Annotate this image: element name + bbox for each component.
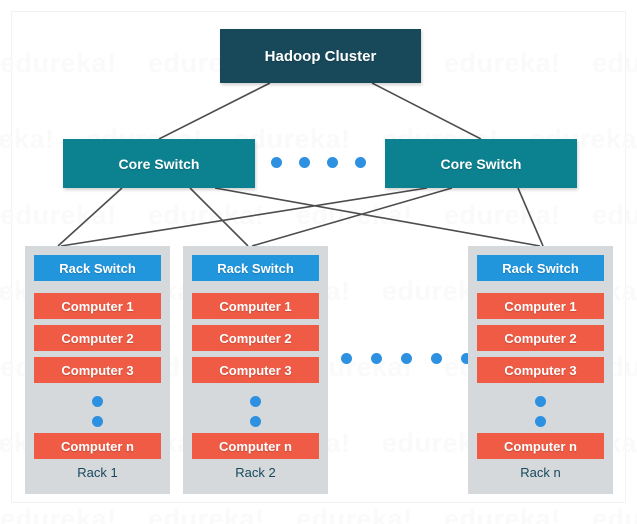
rack-2-computer-2[interactable]: Computer 2 xyxy=(192,325,319,351)
watermark-text: edureka! xyxy=(0,124,55,154)
rack-dot-5 xyxy=(461,353,472,364)
link-coreleft-to-rack1 xyxy=(57,187,123,247)
rack-n-inner-dot-2 xyxy=(535,415,546,427)
rack-2-computer-3-label: Computer 3 xyxy=(219,362,292,378)
rack-n-spacer xyxy=(477,281,604,293)
rack-2-inner-dot-2 xyxy=(250,415,261,427)
rack-dot-1 xyxy=(341,353,352,364)
rack-1-switch-label: Rack Switch xyxy=(59,260,136,276)
rack-2-computer-n-label: Computer n xyxy=(219,438,292,454)
watermark-text: edureka! xyxy=(0,200,117,230)
rack-2[interactable]: Rack Switch Computer 1 Computer 2 Comput… xyxy=(183,246,328,494)
rack-2-computer-3[interactable]: Computer 3 xyxy=(192,357,319,383)
rack-dot-3 xyxy=(401,353,412,364)
link-coreleft-to-rack2 xyxy=(189,187,249,247)
rack-2-switch[interactable]: Rack Switch xyxy=(192,255,319,281)
rack-2-switch-label: Rack Switch xyxy=(217,260,294,276)
rack-2-label: Rack 2 xyxy=(235,465,276,480)
watermark-text: edureka! xyxy=(296,504,413,524)
rack-2-computer-1[interactable]: Computer 1 xyxy=(192,293,319,319)
link-coreright-to-rack2 xyxy=(251,187,453,247)
rack-dot-2 xyxy=(371,353,382,364)
rack-1-inner-dot-2 xyxy=(92,415,103,427)
core-switch-left-label: Core Switch xyxy=(118,155,200,172)
rack-1-computer-n[interactable]: Computer n xyxy=(34,433,161,459)
rack-1-label: Rack 1 xyxy=(77,465,118,480)
rack-n-computer-n[interactable]: Computer n xyxy=(477,433,604,459)
hadoop-cluster-label: Hadoop Cluster xyxy=(264,47,377,65)
rack-n-computer-3-label: Computer 3 xyxy=(504,362,577,378)
watermark-text: edureka! xyxy=(592,200,637,230)
link-coreright-to-rack1 xyxy=(60,187,428,247)
rack-n-computer-1-label: Computer 1 xyxy=(504,298,577,314)
core-switch-ellipsis-dots xyxy=(271,157,366,168)
rack-2-spacer xyxy=(192,281,319,293)
hadoop-cluster-node[interactable]: Hadoop Cluster xyxy=(220,29,421,83)
rack-1-ellipsis-dots xyxy=(34,389,161,433)
rack-ellipsis-dots xyxy=(341,353,472,364)
core-dot-3 xyxy=(327,157,338,168)
core-switch-right-node[interactable]: Core Switch xyxy=(385,139,577,188)
rack-n-computer-1[interactable]: Computer 1 xyxy=(477,293,604,319)
link-coreleft-to-rackn xyxy=(214,187,541,247)
rack-1-computer-3[interactable]: Computer 3 xyxy=(34,357,161,383)
rack-1[interactable]: Rack Switch Computer 1 Computer 2 Comput… xyxy=(25,246,170,494)
link-cluster-to-core-right xyxy=(371,82,482,140)
rack-n[interactable]: Rack Switch Computer 1 Computer 2 Comput… xyxy=(468,246,613,494)
watermark-text: edureka! xyxy=(148,504,265,524)
watermark-text: edureka! xyxy=(296,200,413,230)
watermark-text: edureka! xyxy=(444,504,561,524)
rack-n-computer-n-label: Computer n xyxy=(504,438,577,454)
link-coreright-to-rackn xyxy=(517,187,544,247)
rack-1-inner-dot-1 xyxy=(92,395,103,407)
rack-dot-4 xyxy=(431,353,442,364)
core-dot-1 xyxy=(271,157,282,168)
watermark-text: edureka! xyxy=(592,48,637,78)
rack-n-ellipsis-dots xyxy=(477,389,604,433)
core-switch-right-label: Core Switch xyxy=(440,155,522,172)
rack-2-computer-1-label: Computer 1 xyxy=(219,298,292,314)
watermark-text: edureka! xyxy=(0,48,117,78)
rack-n-switch[interactable]: Rack Switch xyxy=(477,255,604,281)
rack-n-label: Rack n xyxy=(520,465,561,480)
rack-1-computer-n-label: Computer n xyxy=(61,438,134,454)
rack-1-computer-2[interactable]: Computer 2 xyxy=(34,325,161,351)
rack-1-computer-3-label: Computer 3 xyxy=(61,362,134,378)
rack-1-computer-2-label: Computer 2 xyxy=(61,330,134,346)
rack-2-computer-2-label: Computer 2 xyxy=(219,330,292,346)
core-dot-4 xyxy=(355,157,366,168)
link-cluster-to-core-left xyxy=(158,82,271,140)
rack-n-computer-2-label: Computer 2 xyxy=(504,330,577,346)
core-dot-2 xyxy=(299,157,310,168)
watermark-text: edureka! xyxy=(444,48,561,78)
core-switch-left-node[interactable]: Core Switch xyxy=(63,139,255,188)
rack-1-computer-1[interactable]: Computer 1 xyxy=(34,293,161,319)
watermark-text: edureka! xyxy=(0,504,117,524)
rack-n-inner-dot-1 xyxy=(535,395,546,407)
rack-1-spacer xyxy=(34,281,161,293)
watermark-text: edureka! xyxy=(444,200,561,230)
rack-2-ellipsis-dots xyxy=(192,389,319,433)
watermark-text: edureka! xyxy=(148,200,265,230)
rack-2-computer-n[interactable]: Computer n xyxy=(192,433,319,459)
rack-n-computer-3[interactable]: Computer 3 xyxy=(477,357,604,383)
rack-n-computer-2[interactable]: Computer 2 xyxy=(477,325,604,351)
watermark-text: edureka! xyxy=(592,504,637,524)
rack-1-computer-1-label: Computer 1 xyxy=(61,298,134,314)
rack-n-switch-label: Rack Switch xyxy=(502,260,579,276)
rack-1-switch[interactable]: Rack Switch xyxy=(34,255,161,281)
rack-2-inner-dot-1 xyxy=(250,395,261,407)
